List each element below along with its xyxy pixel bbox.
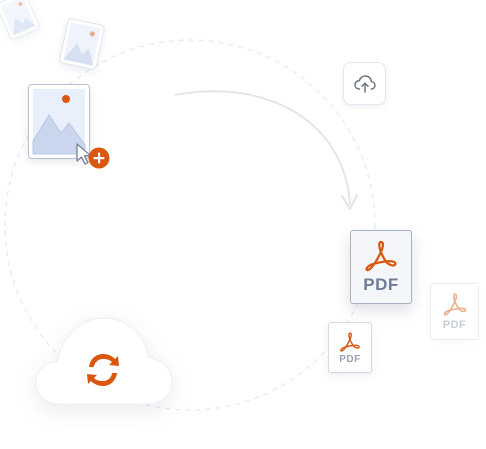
- acrobat-pdf-icon: [340, 331, 360, 352]
- image-icon: [63, 22, 101, 66]
- upload-button[interactable]: [343, 62, 386, 105]
- cloud-convert[interactable]: [30, 310, 178, 410]
- pdf-label: PDF: [339, 353, 361, 365]
- image-thumbnail-main[interactable]: [28, 84, 90, 159]
- image-icon: [0, 0, 36, 36]
- pdf-label: PDF: [442, 319, 467, 331]
- acrobat-pdf-icon: [443, 293, 466, 316]
- cloud-upload-icon: [353, 74, 376, 93]
- pdf-label: PDF: [363, 275, 399, 294]
- cloud-icon: [35, 317, 173, 405]
- pdf-document-small[interactable]: PDF: [328, 322, 372, 373]
- pdf-document-faded: PDF: [430, 283, 479, 340]
- add-button[interactable]: [87, 146, 111, 170]
- refresh-arrows-icon: [87, 354, 119, 386]
- acrobat-pdf-icon: [365, 240, 397, 272]
- image-thumbnail-tilted: [58, 17, 106, 71]
- image-thumbnail-faded: [0, 0, 41, 41]
- pdf-document-main[interactable]: PDF: [350, 230, 412, 304]
- plus-icon: [93, 152, 105, 164]
